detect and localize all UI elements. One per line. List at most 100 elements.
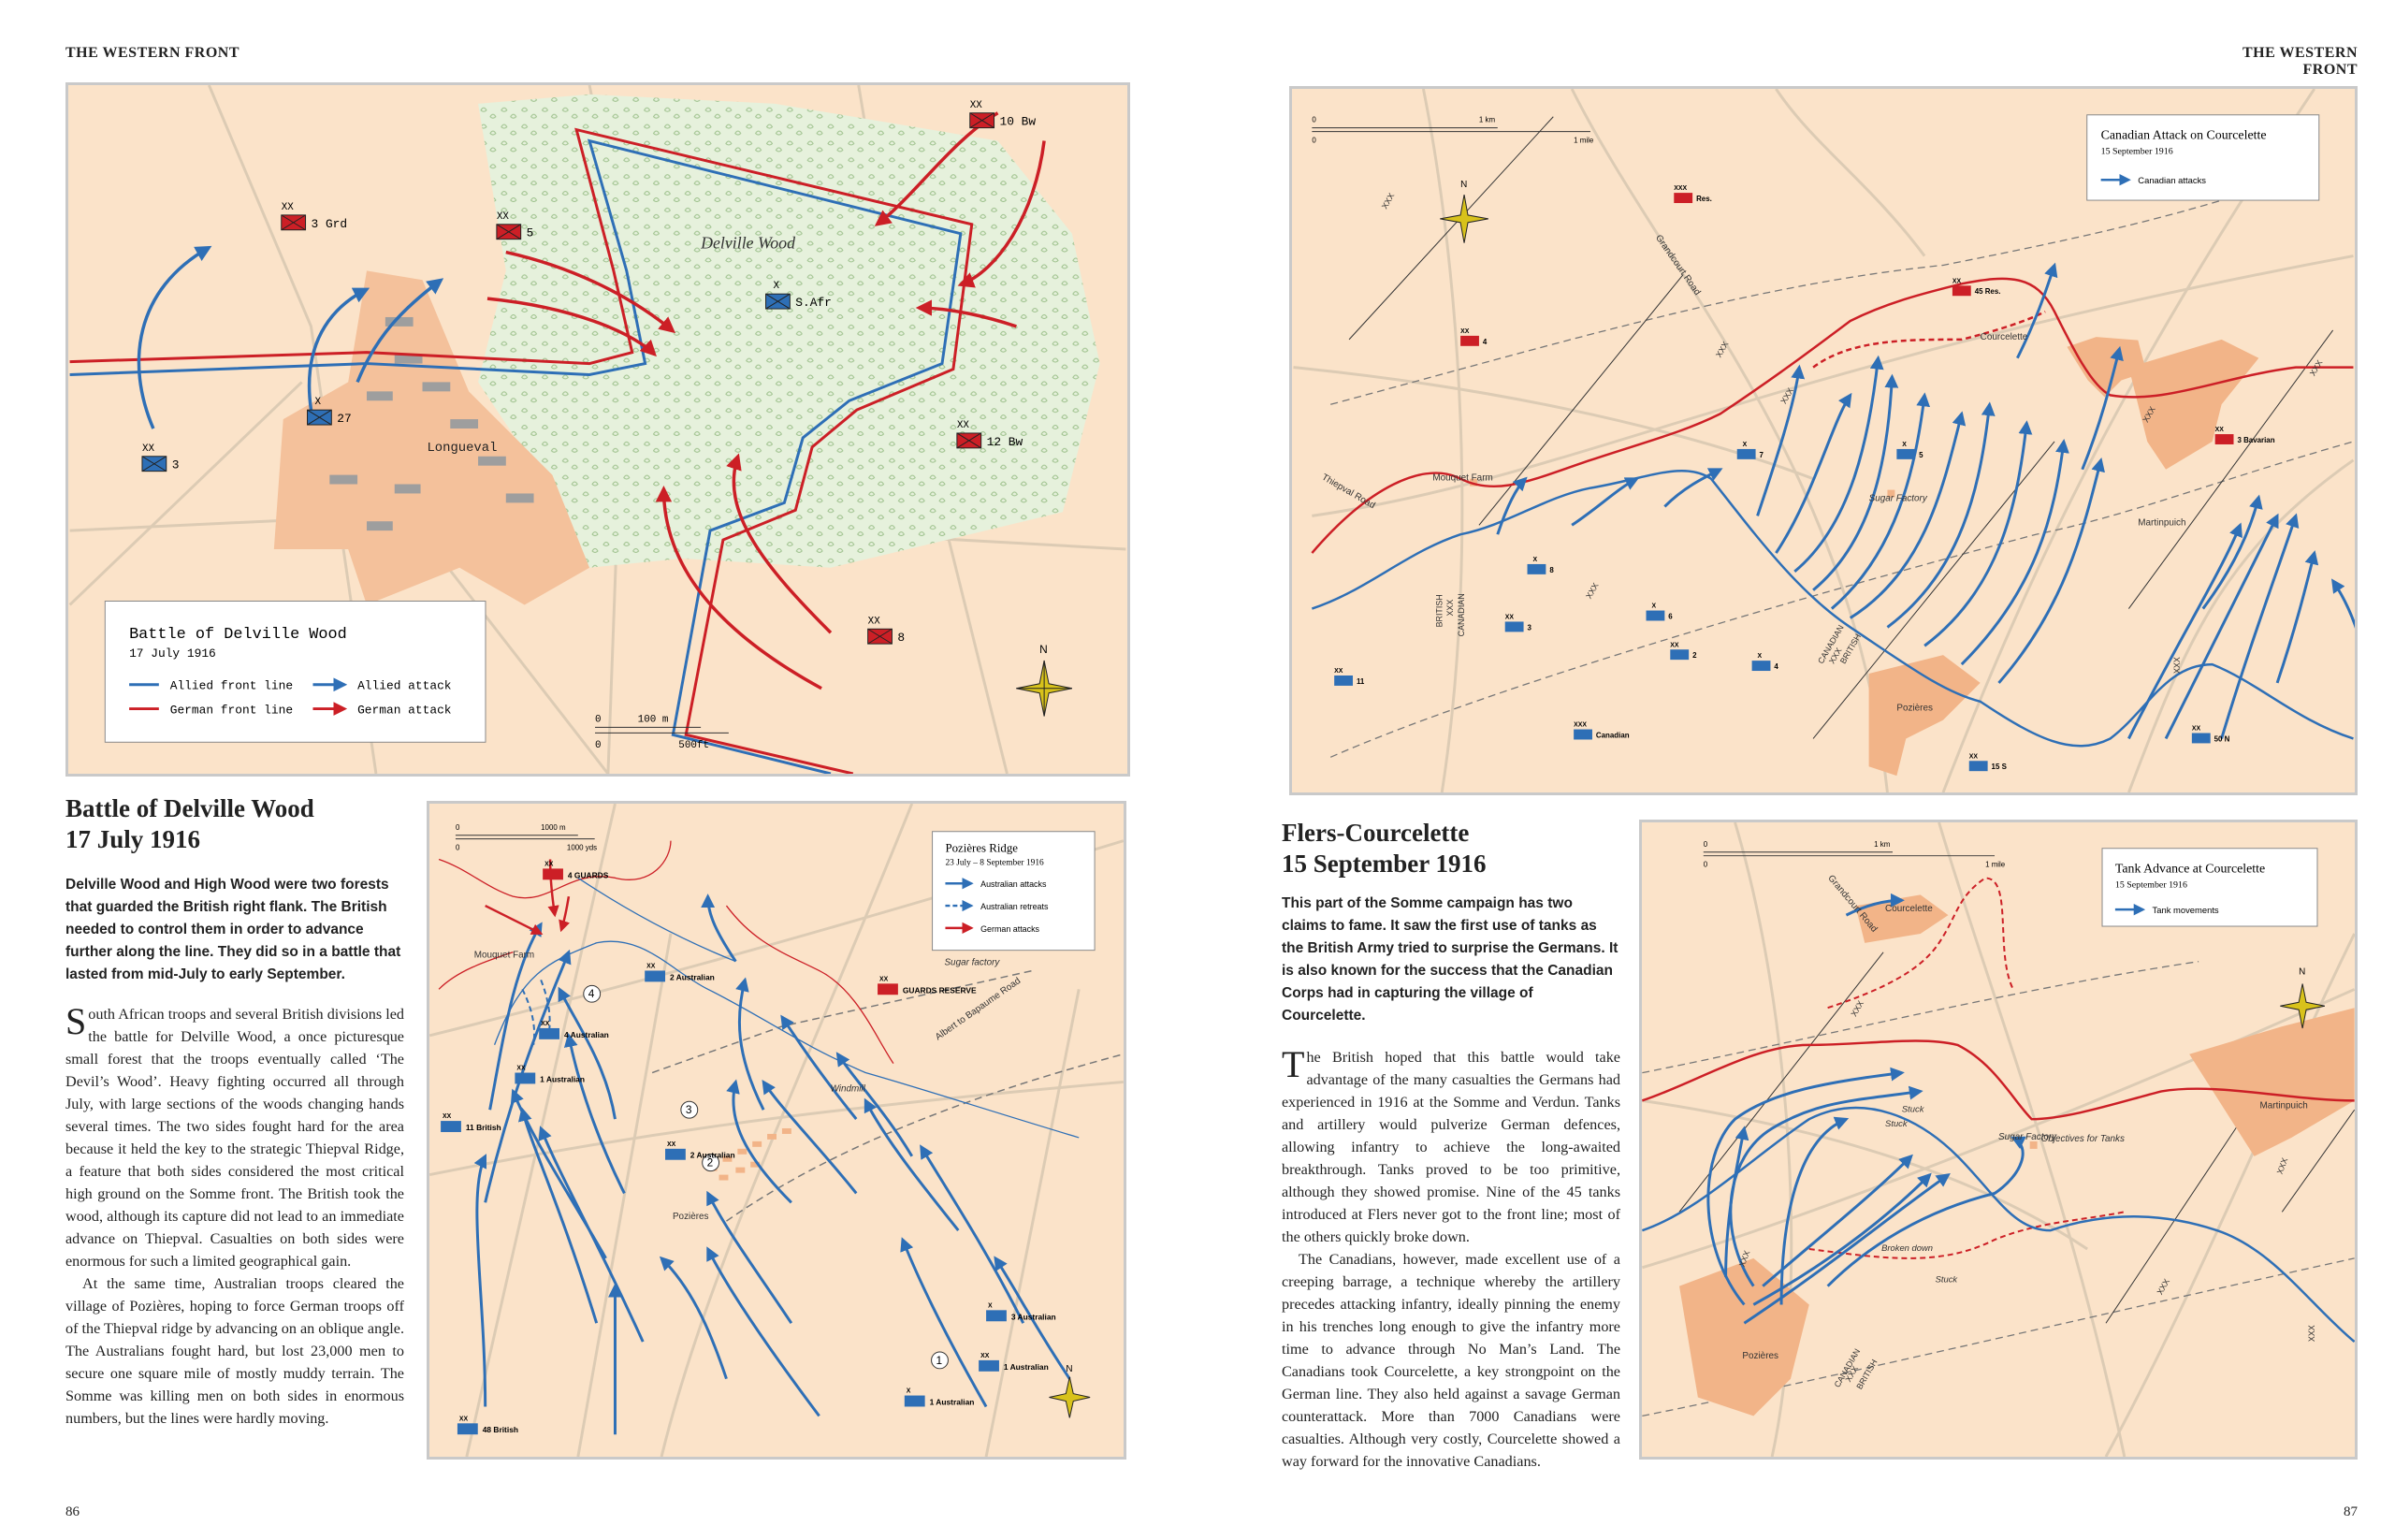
svg-text:CANADIAN: CANADIAN [1457, 593, 1466, 636]
svg-text:15 September 1916: 15 September 1916 [2101, 146, 2173, 156]
svg-text:Stuck: Stuck [1936, 1274, 1959, 1285]
svg-text:50 N: 50 N [2214, 734, 2230, 743]
svg-text:Allied front line: Allied front line [170, 679, 293, 693]
unit-label: 27 [337, 412, 351, 426]
svg-text:5: 5 [1919, 451, 1923, 459]
unit-label: 3 Grd [311, 217, 347, 231]
running-head-right: THE WESTERN FRONT [2242, 45, 2358, 78]
svg-text:XXX: XXX [2307, 1325, 2316, 1342]
svg-text:Australian attacks: Australian attacks [980, 879, 1047, 889]
svg-text:X: X [773, 281, 779, 292]
svg-text:4: 4 [588, 987, 595, 1000]
dropcap: S [65, 1000, 87, 1042]
compass-icon: N [2280, 967, 2326, 1029]
place-label: Pozières [673, 1212, 709, 1222]
svg-text:500ft: 500ft [678, 740, 709, 751]
svg-text:3: 3 [686, 1103, 692, 1116]
svg-text:Canadian: Canadian [1596, 731, 1630, 739]
svg-text:Tank movements: Tank movements [2153, 905, 2219, 915]
delville-scale: 0 100 m 0 500ft [595, 714, 729, 751]
unit-label: 2 Australian [670, 972, 715, 981]
svg-text:XX: XX [868, 616, 881, 627]
svg-text:1000 yds: 1000 yds [567, 844, 597, 852]
svg-text:XX: XX [1505, 614, 1515, 620]
svg-text:Stuck: Stuck [1885, 1118, 1909, 1128]
svg-text:1 km: 1 km [1479, 116, 1496, 124]
svg-text:XX: XX [541, 1021, 550, 1027]
svg-text:XXX: XXX [1445, 600, 1455, 617]
svg-text:XX: XX [544, 861, 554, 867]
svg-text:4: 4 [1483, 338, 1488, 346]
svg-text:XX: XX [282, 202, 295, 213]
svg-text:XX: XX [1969, 753, 1979, 760]
svg-text:11: 11 [1357, 677, 1365, 686]
compass-icon: N [1049, 1364, 1091, 1418]
unit-label: 48 British [483, 1425, 518, 1434]
svg-text:XX: XX [443, 1113, 452, 1120]
svg-text:0: 0 [1704, 840, 1708, 849]
svg-text:XX: XX [980, 1353, 990, 1359]
svg-text:Courcelette: Courcelette [1981, 332, 2028, 342]
town-courcelette [2067, 337, 2147, 398]
svg-text:Pozières: Pozières [1896, 704, 1933, 714]
compass-icon: N [1440, 180, 1488, 243]
svg-text:XXX: XXX [1574, 722, 1587, 729]
svg-text:7: 7 [1760, 451, 1764, 459]
town-martinpuich [2128, 339, 2259, 470]
svg-text:N: N [1039, 643, 1048, 656]
svg-text:XX: XX [459, 1416, 469, 1422]
svg-text:BRITISH: BRITISH [1434, 594, 1444, 627]
svg-text:0: 0 [1312, 137, 1316, 145]
svg-text:X: X [907, 1388, 911, 1395]
svg-text:N: N [2299, 967, 2305, 978]
svg-text:2: 2 [1692, 651, 1697, 660]
svg-text:0: 0 [456, 823, 460, 832]
svg-text:X: X [1532, 557, 1537, 563]
unit-label: 11 British [466, 1123, 501, 1132]
svg-text:Canadian Attack on Courcelette: Canadian Attack on Courcelette [2101, 129, 2267, 143]
svg-text:XX: XX [2192, 726, 2201, 733]
left-article-title: Battle of Delville Wood 17 July 1916 [65, 794, 314, 853]
unit-label: GUARDS RESERVE [903, 985, 977, 995]
unit-label: 4 Australian [564, 1030, 609, 1039]
svg-text:XX: XX [1670, 642, 1679, 648]
unit-label: S.Afr [795, 296, 832, 310]
unit-label: 12 Bw [987, 435, 1023, 449]
svg-text:6: 6 [1668, 612, 1673, 620]
svg-text:2: 2 [707, 1156, 714, 1170]
svg-text:0: 0 [1704, 861, 1708, 869]
svg-text:Pozières Ridge: Pozières Ridge [945, 842, 1018, 855]
legend-title: Battle of Delville Wood [129, 626, 347, 644]
svg-text:Res.: Res. [1696, 195, 1712, 203]
town-pozieres [1679, 1257, 1809, 1417]
svg-text:1: 1 [936, 1354, 943, 1367]
svg-text:XX: XX [957, 420, 970, 431]
town-martinpuich [2189, 1008, 2355, 1156]
svg-text:XX: XX [142, 443, 155, 455]
unit-label: 1 Australian [1004, 1362, 1049, 1372]
unit-label: 3 [172, 458, 180, 472]
svg-text:0: 0 [595, 740, 602, 751]
svg-text:German attack: German attack [357, 704, 452, 718]
svg-text:Allied attack: Allied attack [357, 679, 452, 693]
svg-text:8: 8 [1549, 566, 1554, 574]
svg-text:Sugar Factory: Sugar Factory [1998, 1132, 2057, 1142]
unit-label: 1 Australian [540, 1074, 585, 1083]
svg-text:Stuck: Stuck [1902, 1103, 1925, 1113]
wood-label: Delville Wood [700, 234, 795, 253]
svg-text:Sugar Factory: Sugar Factory [1869, 493, 1928, 503]
svg-text:N: N [1066, 1364, 1072, 1374]
compass-icon: N [1016, 643, 1072, 717]
svg-text:1 mile: 1 mile [1985, 861, 2006, 869]
svg-text:N: N [1460, 180, 1467, 190]
svg-text:XX: XX [2215, 427, 2225, 433]
german-front-line [69, 127, 974, 774]
running-head-left: THE WESTERN FRONT [65, 45, 240, 61]
unit-label: 2 Australian [690, 1151, 735, 1160]
place-label: Mouquet Farm [474, 951, 534, 961]
pozieres-map: 1 2 3 4 Mouquet Farm Sugar factory Alber… [427, 801, 1126, 1460]
page-number-left: 86 [65, 1504, 80, 1519]
svg-text:XX: XX [497, 211, 510, 223]
